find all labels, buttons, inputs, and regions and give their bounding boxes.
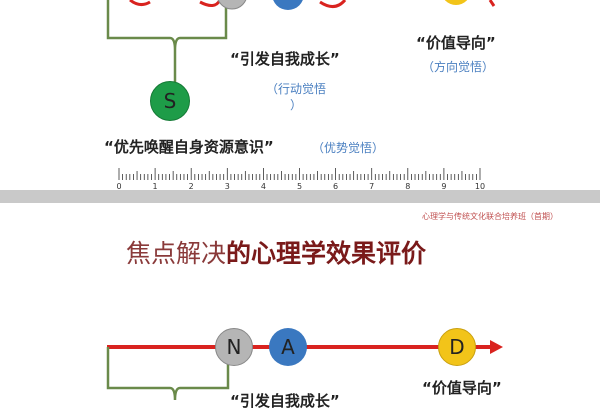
- ruler-label: 4: [260, 182, 266, 191]
- slide-title: 焦点解决的心理学效果评价: [126, 234, 426, 270]
- title-part1: 焦点解决: [126, 239, 227, 268]
- note-action-close: ）: [290, 98, 303, 112]
- circle-d: D: [438, 328, 476, 366]
- circle-n-partial: [217, 0, 247, 10]
- circle-s-label: S: [163, 89, 177, 113]
- arrow-fragment: [488, 0, 496, 7]
- quote-growth-bottom: “引发自我成长”: [230, 392, 340, 410]
- ruler-label: 5: [296, 182, 303, 191]
- quote-growth: “引发自我成长”: [230, 50, 340, 68]
- circle-a: A: [269, 328, 307, 366]
- ruler-label: 8: [405, 182, 411, 191]
- quote-value: “价值导向”: [416, 34, 496, 52]
- circle-n-label: N: [226, 335, 242, 359]
- slide-caption: 心理学与传统文化联合培养班（首期）: [422, 212, 558, 221]
- quote-resource: “优先唤醒自身资源意识”: [104, 138, 274, 156]
- slide-divider: [0, 190, 600, 203]
- ruler: [118, 168, 481, 180]
- bracket: [106, 347, 230, 400]
- ruler-label: 10: [474, 182, 486, 191]
- ruler-label: 7: [369, 182, 375, 191]
- note-action: （行动觉悟: [266, 82, 327, 96]
- ruler-label: 3: [224, 182, 230, 191]
- circle-a-label: A: [281, 335, 295, 359]
- title-part2: 的心理学效果评价: [226, 239, 427, 268]
- ruler-label: 1: [152, 182, 158, 191]
- bracket: [106, 0, 228, 82]
- arrow-head: [490, 340, 503, 354]
- quote-value-bottom: “价值导向”: [422, 379, 502, 397]
- ruler-label: 2: [188, 182, 194, 191]
- ruler-label: 6: [333, 182, 339, 191]
- note-strength: （优势觉悟）: [312, 141, 385, 155]
- circle-s: S: [150, 81, 190, 121]
- circle-d-partial: [444, 0, 468, 5]
- circle-n: N: [215, 328, 253, 366]
- ruler-label: 9: [441, 182, 447, 191]
- circle-a-partial: [273, 0, 303, 10]
- top-diagram-graphics: [106, 0, 496, 180]
- ruler-label: 0: [116, 182, 122, 191]
- circle-d-label: D: [449, 335, 465, 359]
- note-direction: （方向觉悟）: [422, 60, 495, 74]
